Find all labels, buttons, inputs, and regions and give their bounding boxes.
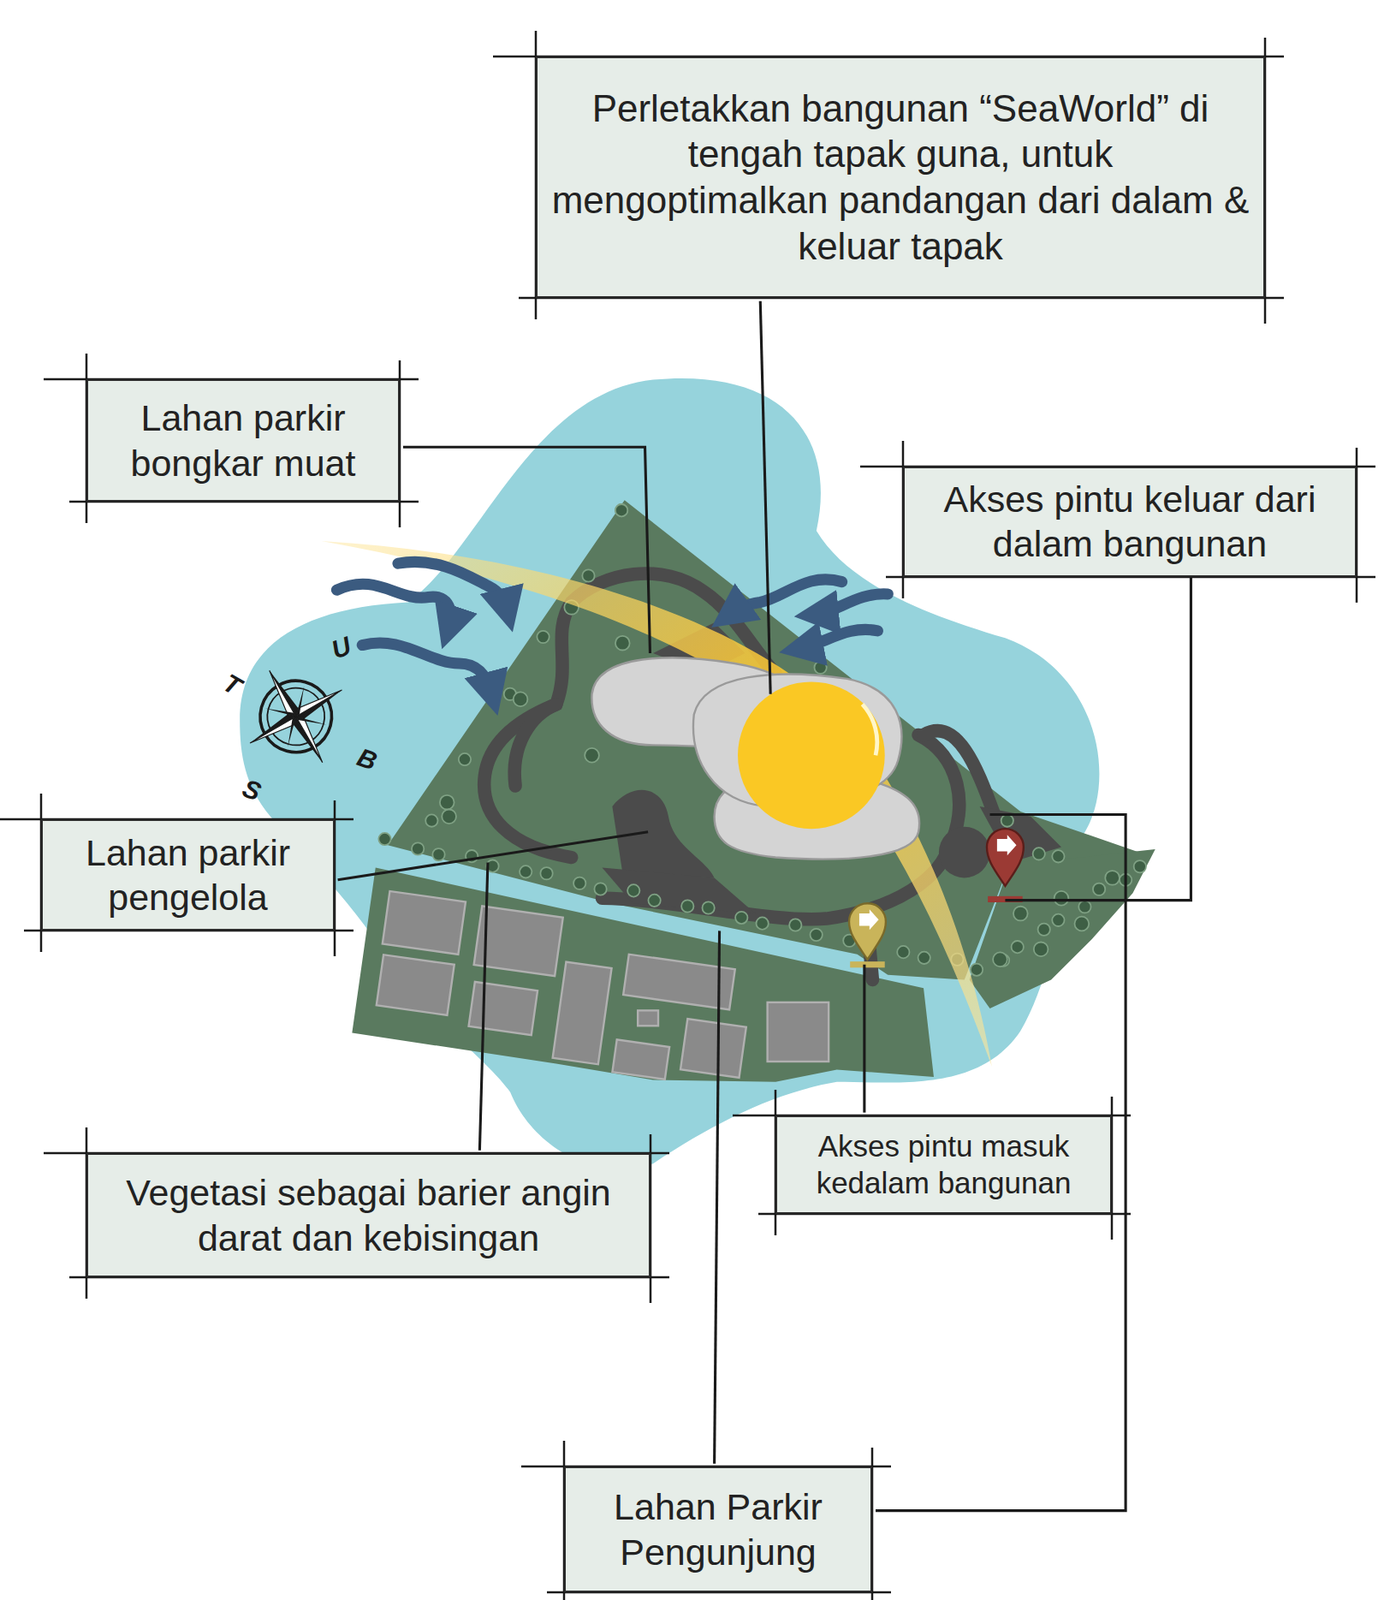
tree	[735, 911, 748, 924]
tree	[519, 865, 532, 878]
tree	[411, 842, 424, 855]
callout-box: Vegetasi sebagai barier angin darat dan …	[86, 1152, 651, 1278]
compass-rose	[223, 643, 369, 789]
callout-box: Akses pintu keluar dari dalam bangunan	[902, 466, 1357, 577]
tree	[439, 795, 455, 810]
tree	[540, 867, 553, 880]
sun-path	[321, 540, 993, 1067]
neighbour-land	[351, 867, 934, 1082]
callout-text: Lahan parkir bongkar muat	[101, 395, 385, 486]
tree	[584, 748, 600, 763]
tree	[701, 901, 714, 914]
callout-text: Lahan Parkir Pengunjung	[579, 1484, 857, 1575]
callout-box: Lahan parkir bongkar muat	[86, 379, 400, 502]
exit-pin	[986, 828, 1024, 903]
tree	[1033, 941, 1049, 957]
tree	[813, 661, 826, 674]
compass-letter: T	[218, 668, 247, 702]
tree	[582, 569, 595, 582]
tree	[1074, 916, 1089, 932]
tree	[1078, 900, 1091, 913]
tree	[594, 882, 606, 895]
tree	[1051, 914, 1064, 927]
callout-box: Perletakkan bangunan “SeaWorld” di tenga…	[535, 56, 1266, 298]
tree	[1093, 883, 1105, 896]
tree	[536, 630, 549, 643]
tree	[1001, 813, 1014, 826]
roundabout	[938, 826, 991, 879]
tree	[897, 945, 909, 958]
tree	[1104, 870, 1120, 886]
tree	[615, 504, 628, 517]
tree	[992, 951, 1008, 967]
neighbour-buildings	[376, 891, 829, 1080]
tree	[918, 951, 931, 964]
tree	[1011, 940, 1024, 953]
seaworld-building	[591, 657, 920, 859]
entry-pin	[849, 902, 886, 968]
callout-text: Vegetasi sebagai barier angin darat dan …	[101, 1170, 636, 1260]
sun	[737, 681, 886, 829]
tree	[573, 877, 586, 890]
wind-arrows	[336, 561, 888, 694]
callout-text: Perletakkan bangunan “SeaWorld” di tenga…	[551, 85, 1250, 270]
tree	[1134, 860, 1147, 873]
tree	[1033, 847, 1046, 860]
callout-box: Akses pintu masuk kedalam bangunan	[775, 1115, 1112, 1214]
tree	[615, 635, 630, 651]
tree	[1054, 891, 1070, 906]
tree	[425, 813, 438, 826]
callout-box: Lahan Parkir Pengunjung	[564, 1466, 873, 1593]
callout-text: Lahan parkir pengelola	[56, 830, 320, 921]
tree	[458, 753, 471, 766]
callout-box: Lahan parkir pengelola	[41, 819, 335, 931]
tree	[378, 832, 391, 845]
tree	[789, 918, 802, 931]
callout-text: Akses pintu masuk kedalam bangunan	[790, 1128, 1097, 1201]
tree	[441, 808, 457, 824]
tree	[513, 691, 529, 707]
callout-text: Akses pintu keluar dari dalam bangunan	[918, 476, 1342, 567]
tree	[1038, 923, 1051, 936]
tree	[810, 928, 823, 941]
tree	[1051, 849, 1064, 862]
tree	[755, 916, 768, 929]
tree	[647, 894, 660, 907]
roads	[484, 573, 996, 981]
tree	[432, 848, 445, 861]
tree	[615, 504, 628, 517]
tree	[627, 884, 640, 897]
tree	[681, 899, 694, 912]
tree	[1013, 906, 1028, 921]
parking-pengunjung	[601, 867, 755, 914]
sun-highlight	[861, 704, 877, 756]
tree	[970, 963, 983, 976]
